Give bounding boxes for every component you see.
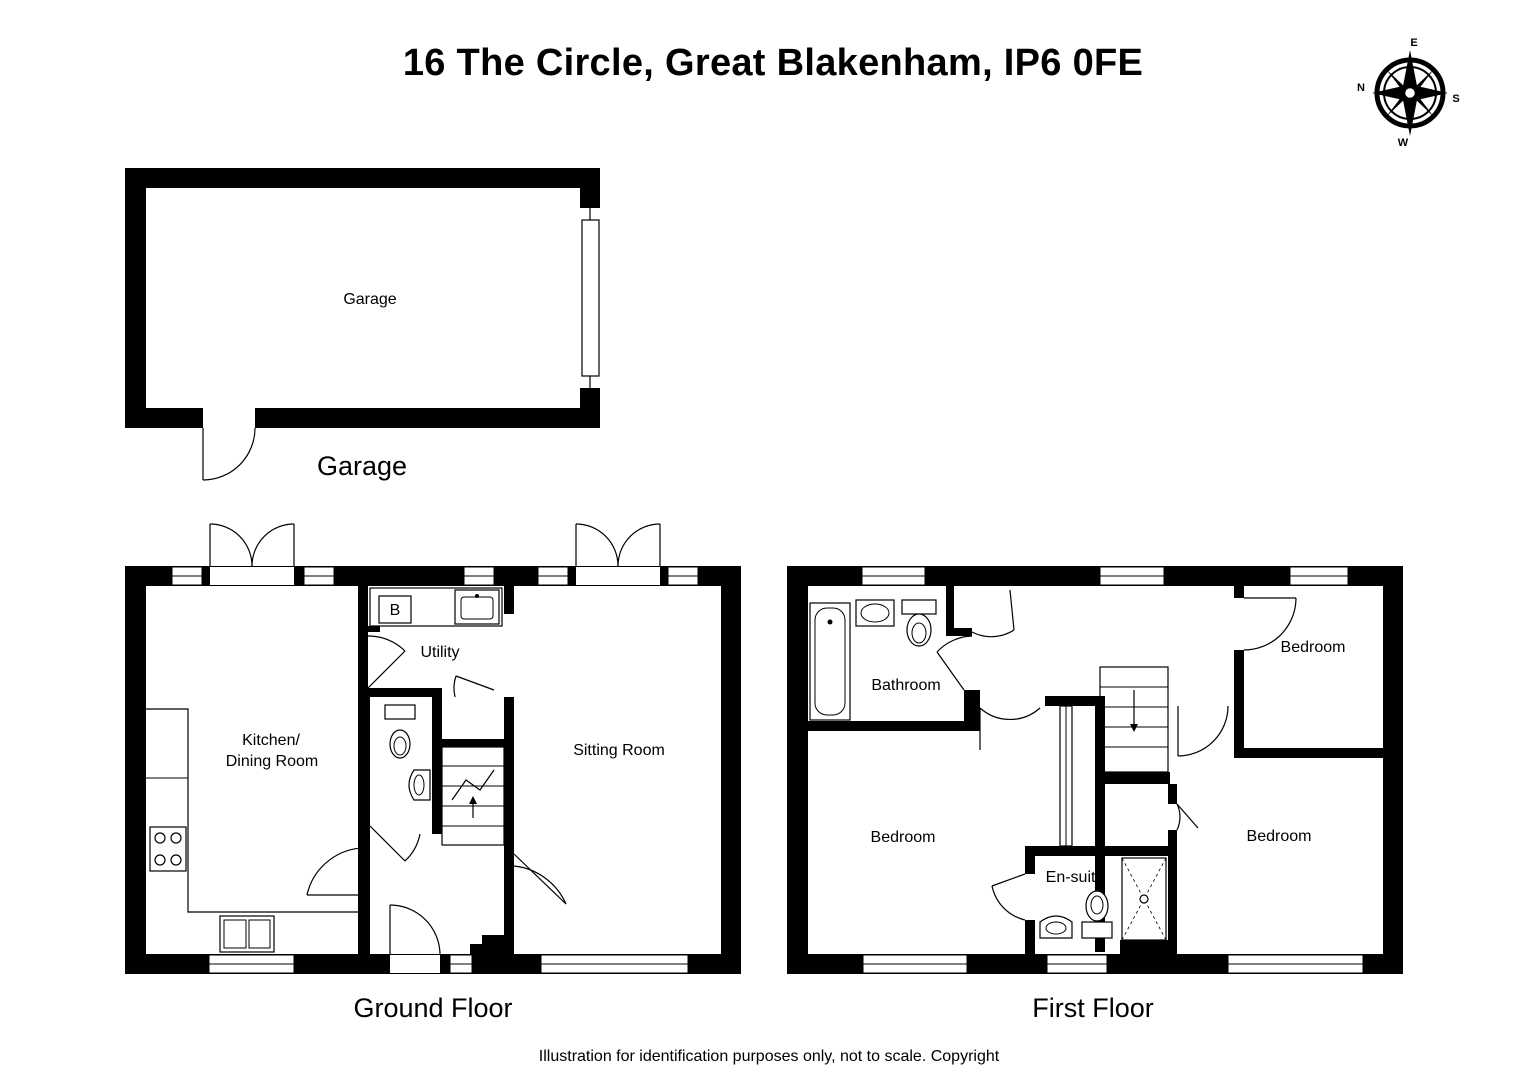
compass-rose-icon: E N S W [1357, 37, 1460, 149]
property-title: 16 The Circle, Great Blakenham, IP6 0FE [402, 42, 1144, 84]
room-label-ensuite: En-suite [1046, 869, 1105, 886]
room-label-bedroom-w: Bedroom [871, 829, 936, 846]
room-label-garage: Garage [343, 291, 396, 308]
toilet-icon [901, 599, 937, 647]
kitchen-sink-icon [219, 915, 275, 953]
front-door-swing-icon [389, 904, 441, 955]
french-door-icon [575, 523, 661, 567]
hob-icon [149, 826, 187, 872]
staircase-icon [1099, 666, 1169, 773]
caption-garage: Garage [317, 451, 407, 481]
door-swing-icon [1243, 597, 1297, 651]
sink-icon [454, 589, 500, 625]
door-swing-icon [367, 635, 406, 652]
compass-s-label: S [1452, 93, 1459, 105]
bath-icon [809, 602, 851, 721]
garage-door-icon [581, 219, 600, 377]
compass-n-label: N [1357, 82, 1365, 94]
french-door-icon [209, 523, 295, 567]
basin-icon [408, 769, 431, 801]
compass-e-label: E [1410, 37, 1417, 49]
garage-plan: Garage [125, 168, 600, 481]
toilet-icon [384, 704, 416, 759]
basin-icon [855, 599, 895, 627]
room-label-kitchen: Kitchen/ [242, 732, 300, 749]
door-swing-icon [306, 847, 369, 896]
basin-icon [1039, 915, 1073, 939]
room-label-utility: Utility [420, 644, 459, 661]
door-swing-icon [202, 427, 256, 481]
caption-first-floor: First Floor [1032, 993, 1154, 1023]
first-floor-plan: Bathroom Bedroom Bedroom Bedroom En-suit… [787, 566, 1403, 974]
caption-ground-floor: Ground Floor [353, 993, 512, 1023]
ground-floor-plan: B [125, 523, 741, 974]
room-label-bedroom-ne: Bedroom [1281, 639, 1346, 656]
room-label-sitting-room: Sitting Room [573, 742, 665, 759]
toilet-icon [1081, 890, 1113, 939]
staircase-icon [441, 746, 505, 846]
disclaimer-text: Illustration for identification purposes… [538, 1048, 1000, 1065]
shower-icon [1121, 857, 1167, 941]
room-label-bathroom: Bathroom [871, 677, 940, 694]
room-label-dining: Dining Room [226, 753, 318, 770]
boiler-label: B [390, 602, 401, 619]
room-label-bedroom-e: Bedroom [1247, 828, 1312, 845]
boiler-icon [378, 595, 412, 624]
compass-w-label: W [1398, 137, 1409, 149]
